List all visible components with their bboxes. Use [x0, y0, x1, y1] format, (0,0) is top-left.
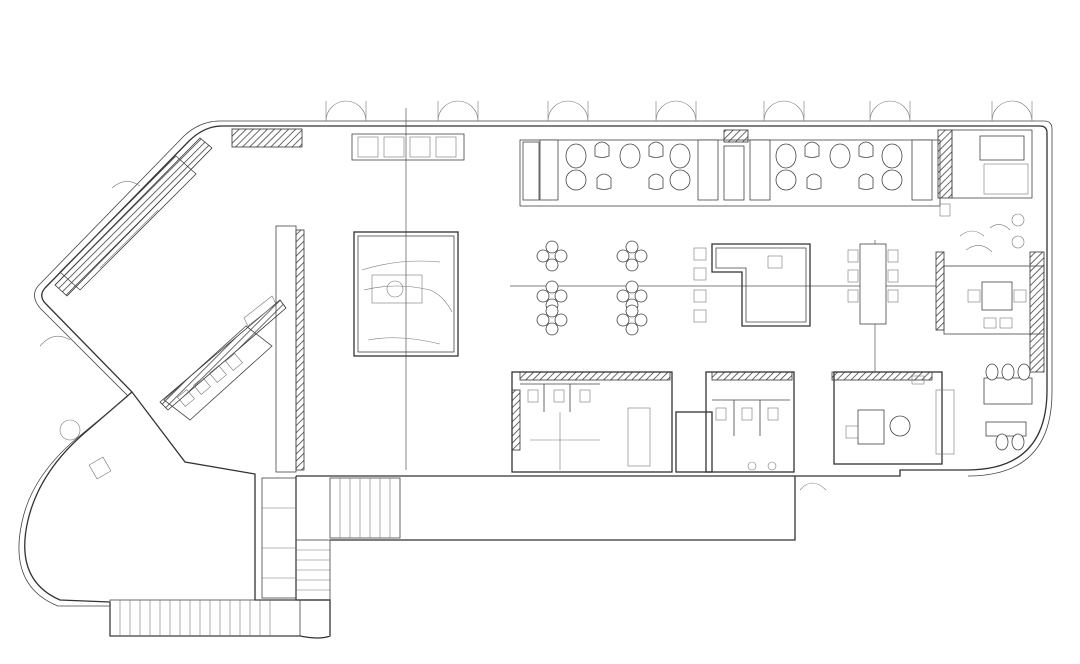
restrooms	[511, 371, 795, 473]
stairs	[109, 477, 827, 637]
lounge-area	[519, 139, 941, 207]
display-panels	[351, 133, 465, 161]
top-doors	[325, 100, 1033, 122]
office-room	[833, 371, 955, 465]
right-rooms	[943, 265, 1045, 451]
meeting-table	[847, 243, 899, 325]
top-right-room	[939, 129, 1033, 253]
bar-counter	[693, 243, 811, 327]
left-wing	[39, 155, 297, 480]
wall-hatches	[54, 128, 1045, 471]
site-model	[353, 231, 459, 357]
cafe-tables	[536, 240, 648, 336]
